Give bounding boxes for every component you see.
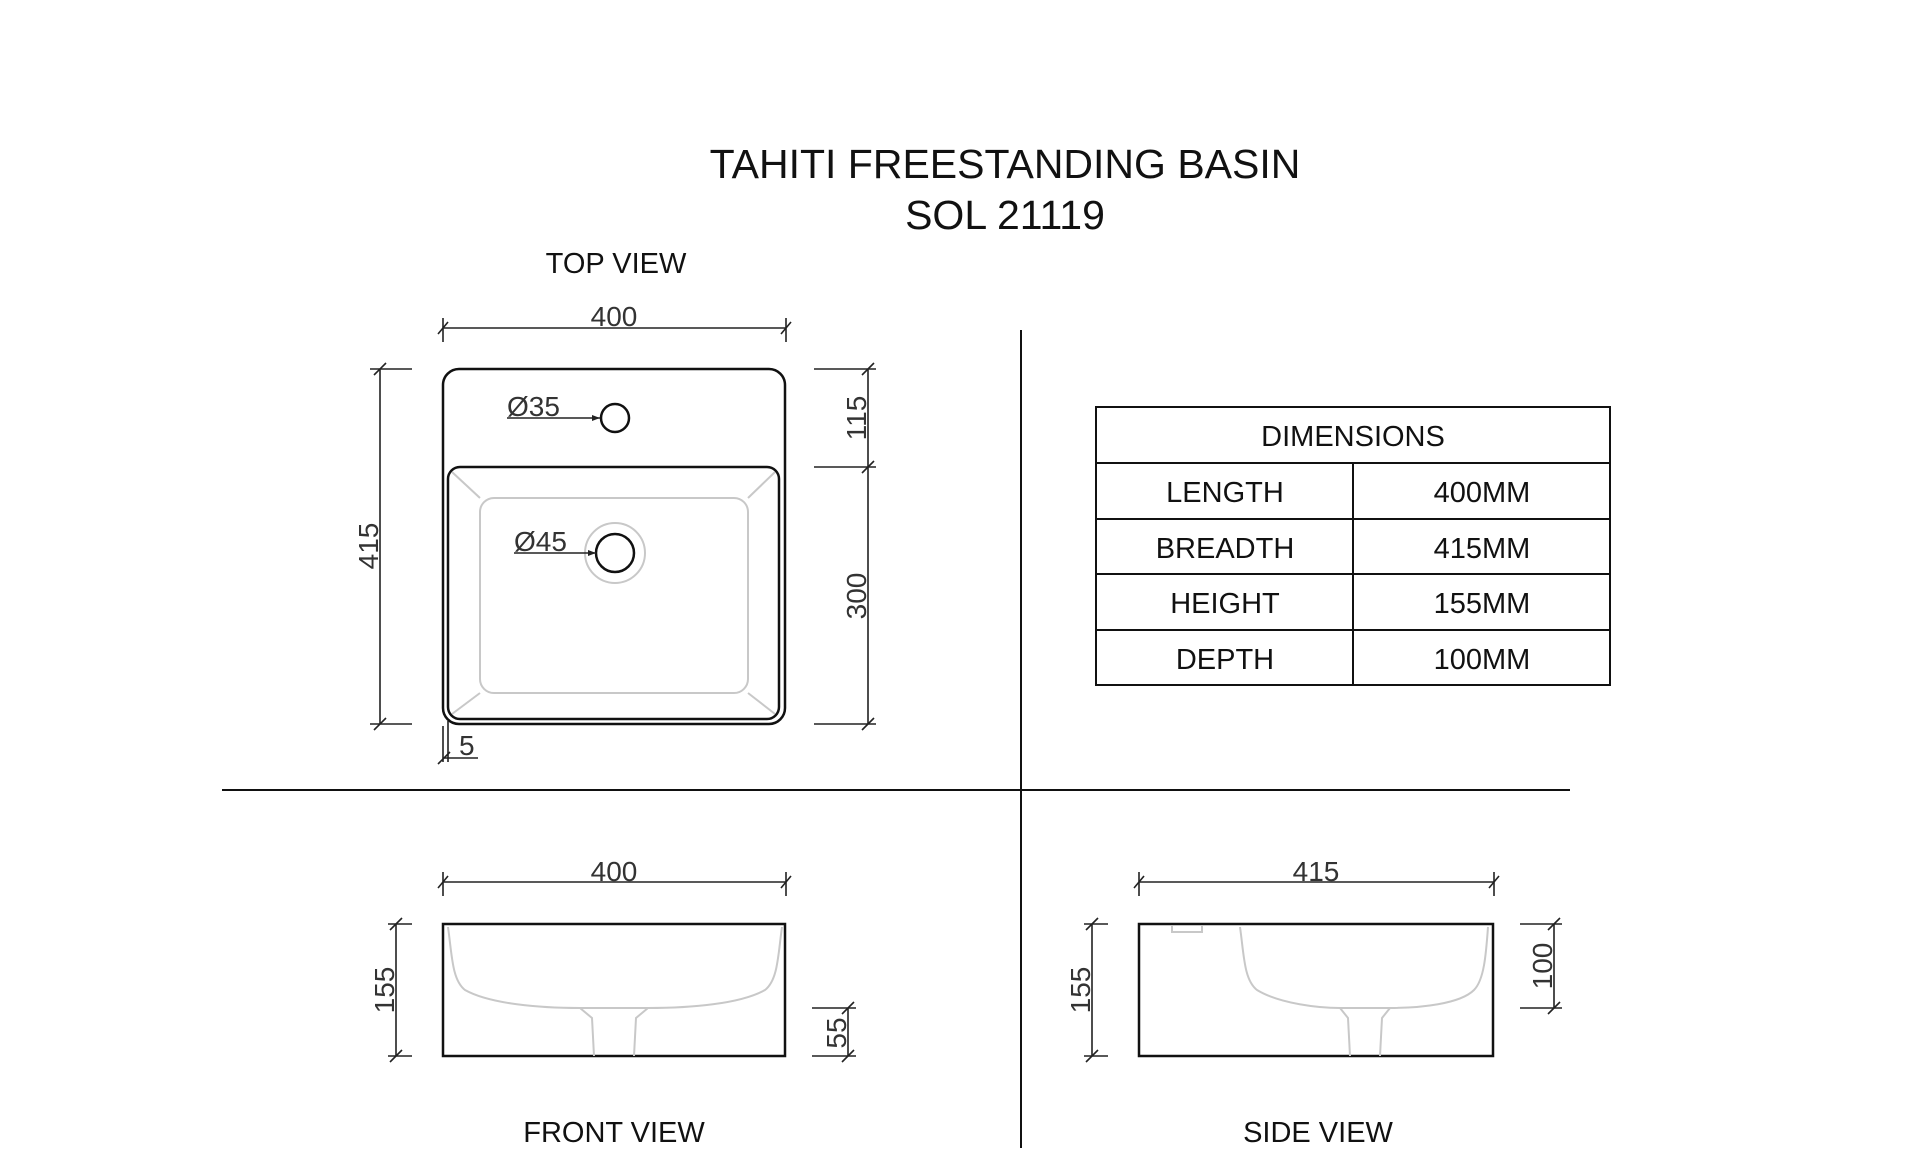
rim-thickness-dimension: 5 [459, 730, 475, 761]
top-width-dimension: 400 [591, 301, 638, 332]
side-depth-dimension: 100 [1527, 943, 1558, 990]
front-view: 400 155 55 FRONT VIEW [369, 856, 856, 1149]
product-code: SOL 21119 [905, 192, 1105, 238]
top-view-bowl [446, 465, 781, 721]
side-view-outline [1137, 922, 1495, 1058]
table-row-name: LENGTH [1166, 477, 1284, 509]
front-base-dimension: 55 [821, 1017, 852, 1048]
front-view-outline [441, 922, 787, 1058]
top-view: TOP VIEW Ø35 Ø45 400 415 [353, 248, 876, 765]
side-width-dimension: 415 [1293, 856, 1340, 887]
side-view: 415 155 100 SIDE VIEW [1065, 856, 1562, 1149]
front-height-dimension: 155 [369, 967, 400, 1014]
bowl-length-dimension: 300 [841, 573, 872, 620]
table-row-name: BREADTH [1156, 533, 1295, 565]
top-view-outline [441, 367, 787, 726]
drain-diameter: Ø45 [514, 526, 567, 557]
table-row-value: 100MM [1434, 644, 1531, 676]
table-header: DIMENSIONS [1261, 421, 1445, 453]
table-row-value: 400MM [1434, 477, 1531, 509]
tap-hole-diameter: Ø35 [507, 391, 560, 422]
table-row-value: 155MM [1434, 588, 1531, 620]
top-height-dimension: 415 [353, 523, 384, 570]
table-row-name: HEIGHT [1170, 588, 1280, 620]
top-view-label: TOP VIEW [546, 248, 687, 280]
tap-hole [599, 402, 631, 434]
drawing-title: TAHITI FREESTANDING BASIN [710, 141, 1301, 187]
table-row-name: DEPTH [1176, 644, 1274, 676]
side-height-dimension: 155 [1065, 967, 1096, 1014]
dimensions-table: DIMENSIONS LENGTH 400MM BREADTH 415MM HE… [1095, 406, 1611, 686]
drain-hole [594, 532, 636, 574]
top-view-bowl-floor [479, 497, 749, 694]
front-view-label: FRONT VIEW [523, 1117, 705, 1149]
table-row-value: 415MM [1434, 533, 1531, 565]
side-view-label: SIDE VIEW [1243, 1117, 1393, 1149]
front-width-dimension: 400 [591, 856, 638, 887]
tap-zone-dimension: 115 [841, 396, 872, 441]
